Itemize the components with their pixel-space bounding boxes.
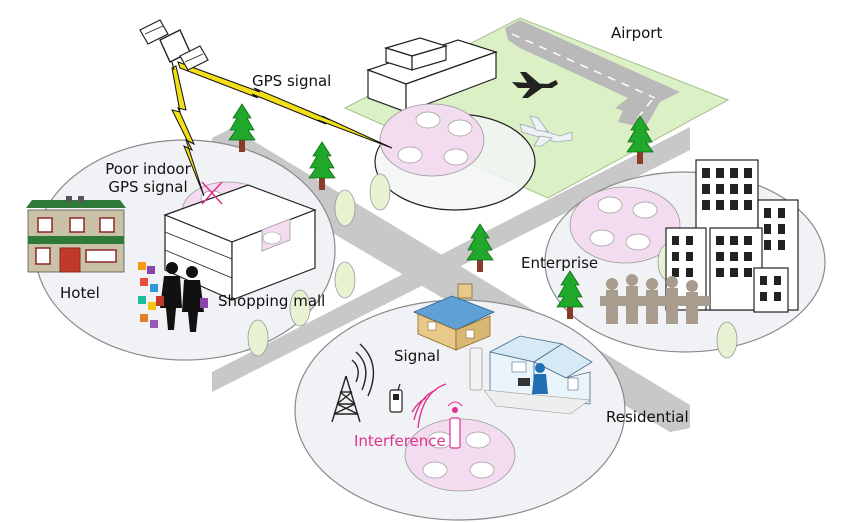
airplane-icon: [512, 72, 558, 98]
signpost: [469, 347, 483, 391]
airport-label: Airport: [611, 24, 663, 42]
coverage-pad-enterprise: [569, 186, 681, 264]
small-house: [412, 283, 496, 351]
gps-signal-bolt: [171, 61, 393, 197]
enterprise-buildings: [665, 159, 799, 313]
runway: [505, 20, 680, 115]
gps-signal-label: GPS signal: [252, 72, 332, 90]
satellite-icon: [139, 19, 209, 71]
hotel-building: [26, 196, 126, 273]
interference-waves-icon: [411, 383, 447, 429]
poor-signal-mark: [201, 181, 223, 205]
enterprise-label: Enterprise: [521, 254, 599, 272]
signal-waves-icon: [351, 343, 375, 397]
residential-house: [483, 335, 593, 415]
shopping-mall-building: [163, 184, 317, 301]
poor-indoor-line1: Poor indoor: [105, 160, 191, 178]
mobile-phone-icon: [389, 383, 403, 413]
coverage-pad-airport: [379, 103, 485, 177]
poor-indoor-line2: GPS signal: [108, 178, 188, 196]
meeting-people-icon: [600, 274, 710, 324]
hotel-label: Hotel: [60, 284, 100, 302]
cell-tower-icon: [331, 375, 361, 423]
interference-label: Interference: [354, 432, 446, 450]
coverage-pad-residential: [404, 418, 516, 492]
poor-indoor-gps-label: Poor indoor GPS signal: [100, 160, 196, 196]
shopping-mall-label: Shopping mall: [218, 292, 326, 310]
terminal-building: [366, 37, 498, 113]
router-antenna-icon: [447, 401, 463, 449]
parked-airplane-icon: [519, 115, 573, 147]
residential-label: Residential: [606, 408, 689, 426]
signal-label: Signal: [394, 347, 441, 365]
airport-zone: [343, 17, 730, 199]
shoppers-icon: [138, 262, 208, 332]
